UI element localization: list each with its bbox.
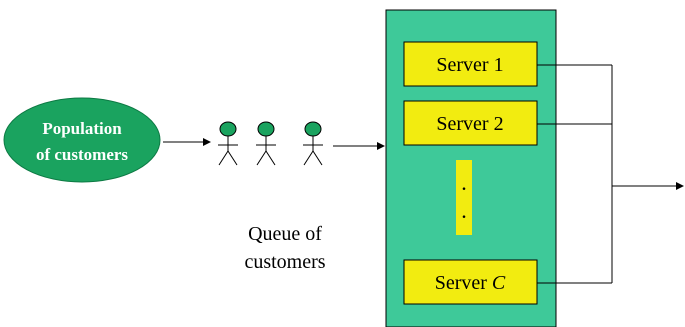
output-connectors <box>537 64 681 284</box>
server-ellipsis: . . <box>456 160 472 235</box>
customer-figure <box>303 121 323 166</box>
server-2: Server 2 <box>403 100 538 146</box>
server-2-label: Server 2 <box>436 113 503 135</box>
server-1-box <box>403 41 538 87</box>
server-c-variable: C <box>492 272 506 294</box>
customer-queue <box>218 121 323 166</box>
population-ellipse <box>3 97 161 183</box>
server-c: Server C <box>403 259 538 305</box>
ellipsis-box <box>456 160 472 235</box>
population-label-line1: Population <box>42 119 122 138</box>
queue-caption-line1: Queue of <box>248 223 322 245</box>
customer-figure <box>218 121 238 166</box>
queue-caption-line2: customers <box>244 251 325 273</box>
server-1-label: Server 1 <box>436 54 503 76</box>
server-1: Server 1 <box>403 41 538 87</box>
server-c-prefix: Server <box>435 272 492 294</box>
ellipsis-dot-2: . <box>461 198 467 223</box>
server-c-box <box>403 259 538 305</box>
server-c-label: Server C <box>435 272 506 294</box>
population-label-line2: of customers <box>36 145 128 164</box>
ellipsis-dot-1: . <box>461 170 467 195</box>
server-2-box <box>403 100 538 146</box>
customer-figure <box>256 121 276 166</box>
population-node: Population of customers <box>3 97 161 183</box>
